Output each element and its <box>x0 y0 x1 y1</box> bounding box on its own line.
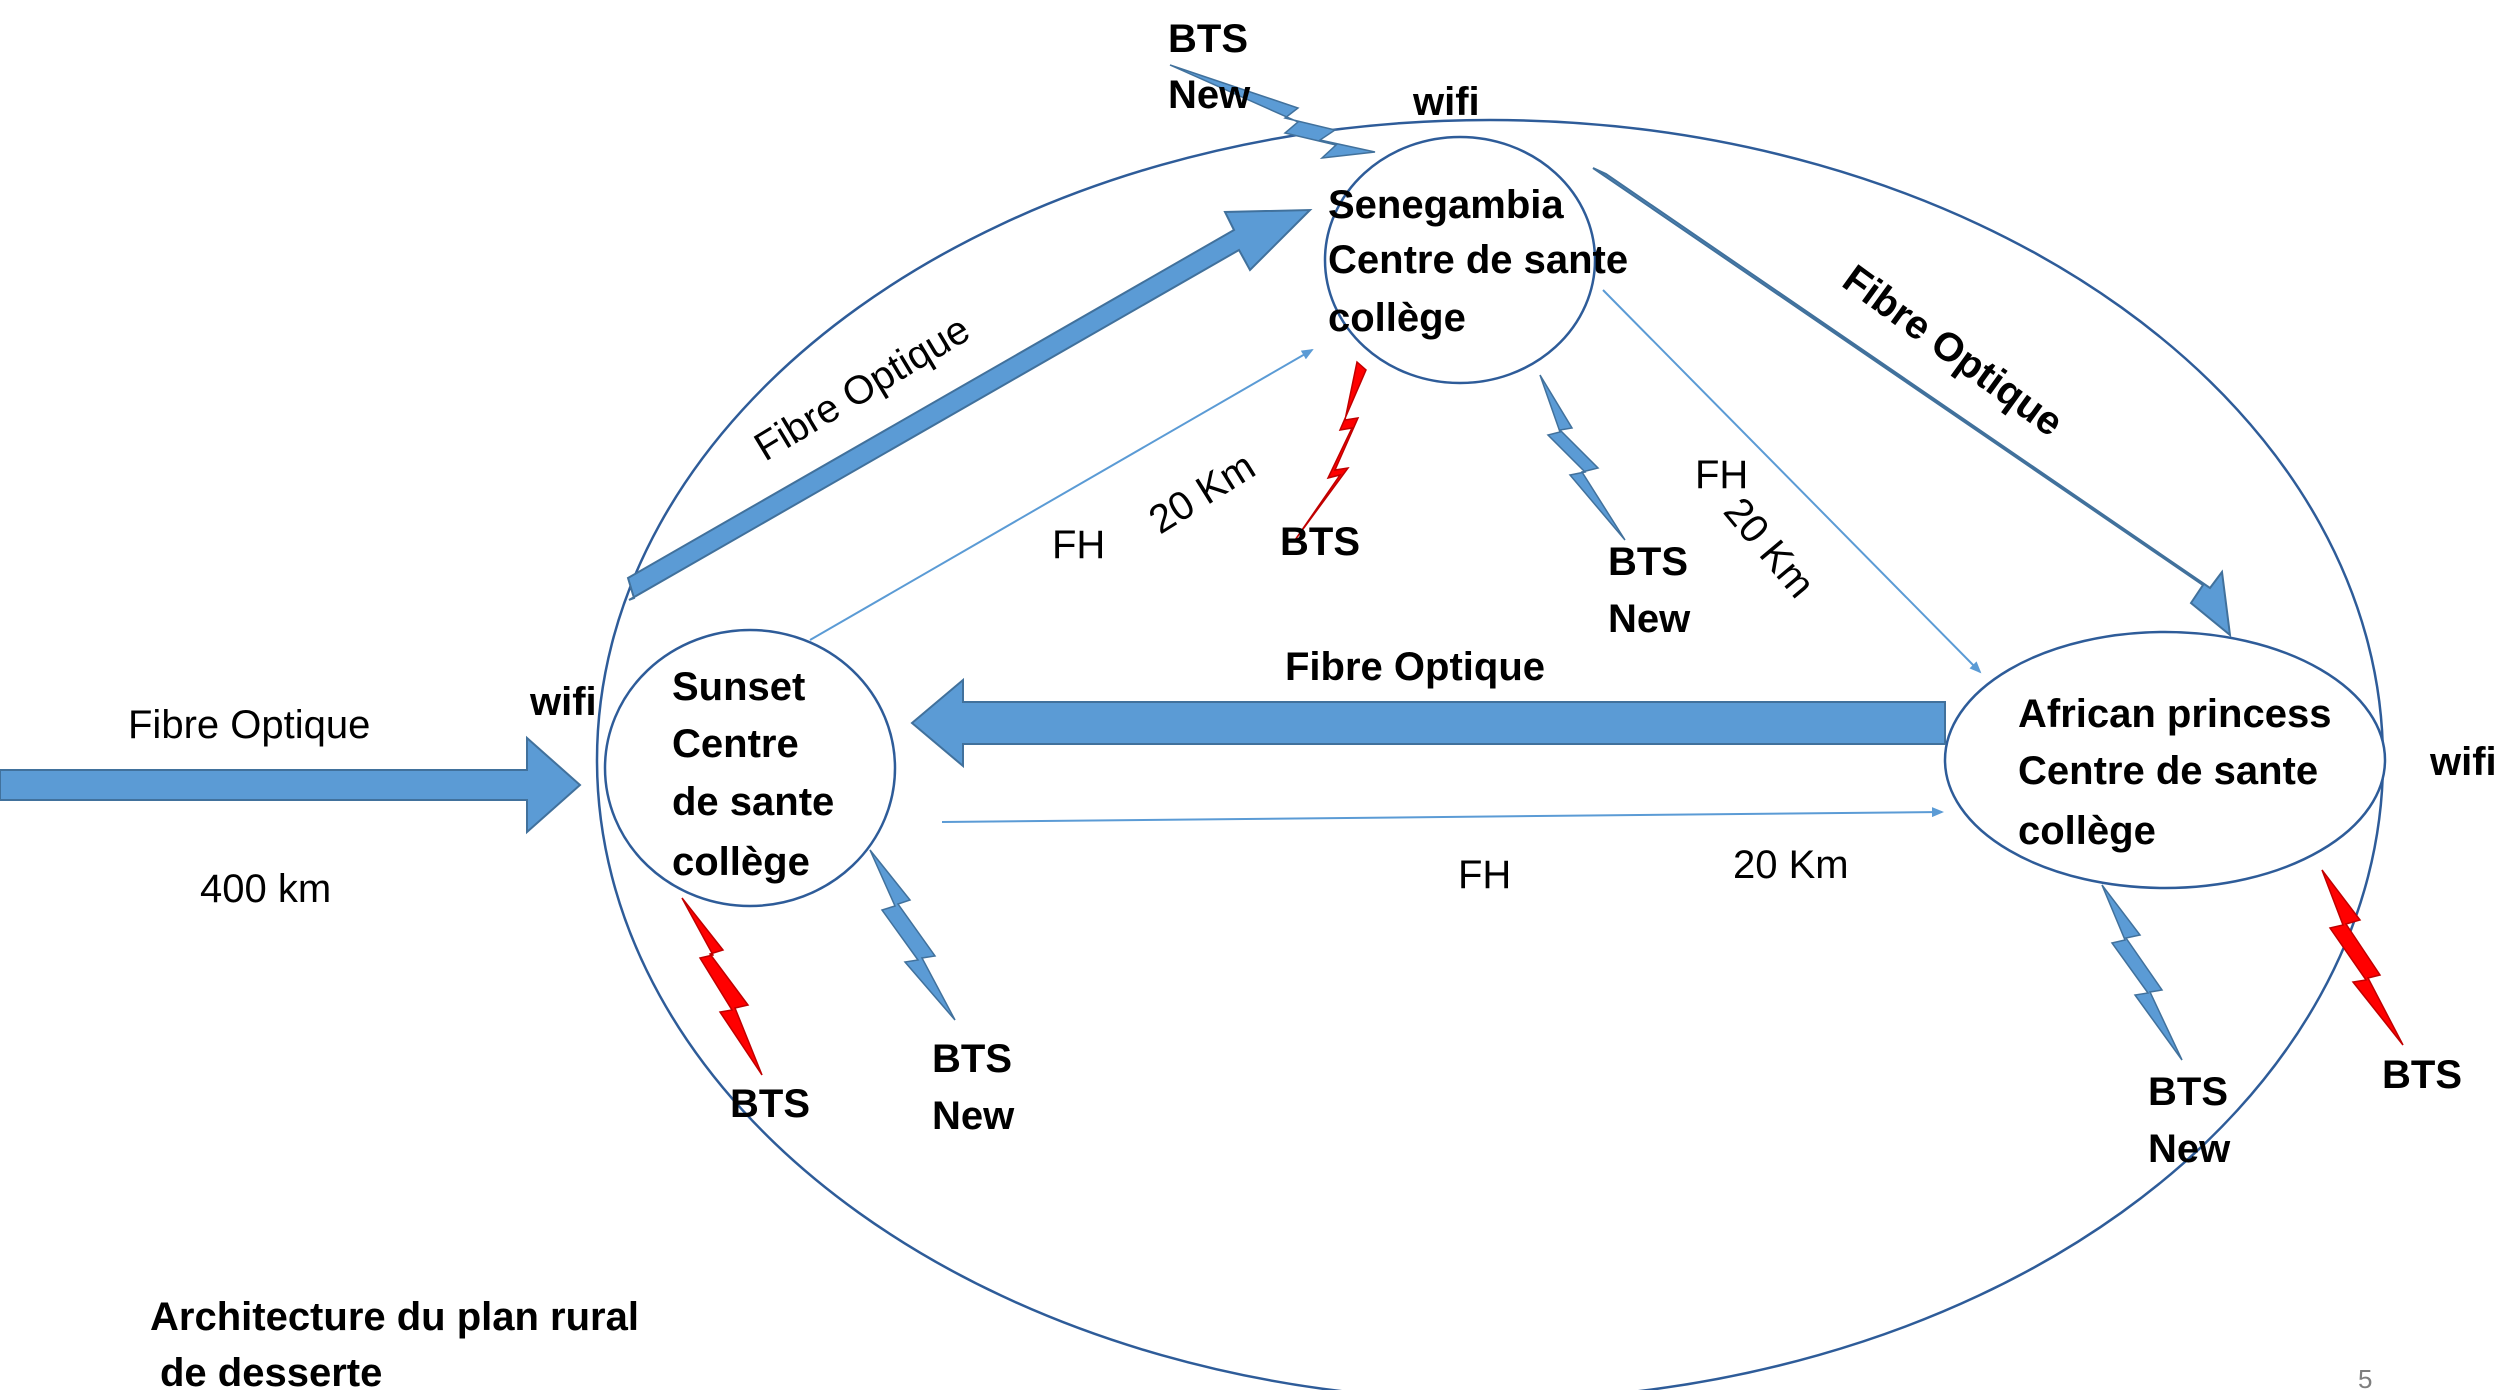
bts-line: New <box>1608 597 1691 641</box>
fibre-label-input: Fibre Optique <box>128 703 370 747</box>
fh-label-bottom: FH <box>1458 853 1511 897</box>
wifi-label-left: wifi <box>529 680 597 724</box>
diagram-caption: Architecture du plan rural de desserte <box>150 1295 650 1390</box>
bts-line: BTS <box>1168 17 1248 61</box>
node-line: African princess <box>2018 692 2331 736</box>
fibre-arrow-input <box>0 735 582 835</box>
fh-label-right: FH <box>1695 453 1748 497</box>
bts-label-african: BTS <box>2382 1053 2462 1097</box>
fh-link-senegambia-african <box>1602 289 1982 674</box>
bts-new-bolt-senegambia <box>1539 374 1626 541</box>
fh-link-sunset-african <box>941 807 1944 823</box>
distance-20km-right: 20 Km <box>1715 490 1823 607</box>
bts-new-bolt-top <box>1169 64 1376 160</box>
bts-label-sunset: BTS <box>730 1082 810 1126</box>
bts-new-bolt-sunset <box>869 849 956 1021</box>
node-line: Centre de sante <box>1328 238 1628 282</box>
bts-new-label-top: BTS New <box>1168 17 1259 117</box>
page-number: 5 <box>2358 1364 2372 1390</box>
fibre-label-right: Fibre Optique <box>1835 257 2071 445</box>
wifi-label-right: wifi <box>2429 740 2497 784</box>
node-line: collège <box>1328 296 1466 340</box>
bts-line: New <box>1168 73 1251 117</box>
bts-new-label-senegambia: BTS New <box>1608 540 1699 641</box>
fh-label-left: FH <box>1052 523 1105 567</box>
wifi-label-top: wifi <box>1412 80 1480 124</box>
bts-new-label-african: BTS New <box>2148 1070 2239 1171</box>
fibre-arrow-senegambia-to-african <box>1592 167 2232 638</box>
node-line: de sante <box>672 780 834 824</box>
node-line: Senegambia <box>1328 183 1564 227</box>
node-line: Centre de sante <box>2018 749 2318 793</box>
bts-label-senegambia: BTS <box>1280 520 1360 564</box>
bts-existing-bolt-senegambia <box>1294 360 1367 541</box>
bts-line: BTS <box>2148 1070 2228 1114</box>
bts-line: New <box>932 1094 1015 1138</box>
node-circle-african-princess <box>1943 630 2387 890</box>
fibre-arrow-sunset-to-senegambia <box>626 208 1313 601</box>
bts-existing-bolt-african <box>2321 869 2404 1046</box>
node-circle-senegambia <box>1323 135 1597 385</box>
caption-line: de desserte <box>160 1351 382 1390</box>
bts-new-bolt-african <box>2101 884 2183 1061</box>
caption-line: Architecture du plan rural <box>150 1295 639 1339</box>
distance-400km: 400 km <box>200 867 331 911</box>
node-circle-sunset <box>603 628 897 908</box>
distance-20km-left: 20 Km <box>1141 444 1262 543</box>
fibre-arrow-african-to-sunset <box>910 677 1946 769</box>
node-line: collège <box>2018 809 2156 853</box>
bts-line: New <box>2148 1127 2231 1171</box>
bts-existing-bolt-sunset <box>681 897 763 1076</box>
node-label-senegambia: Senegambia Centre de sante collège <box>1328 183 1639 340</box>
fh-link-sunset-senegambia <box>809 348 1314 641</box>
bts-line: BTS <box>1608 540 1688 584</box>
bts-new-label-sunset: BTS New <box>932 1037 1023 1138</box>
node-line: Centre <box>672 722 799 766</box>
node-label-african-princess: African princess Centre de sante collège <box>2018 692 2343 853</box>
node-line: collège <box>672 840 810 884</box>
distance-20km-bottom: 20 Km <box>1733 843 1849 887</box>
fibre-label-bottom: Fibre Optique <box>1285 645 1545 689</box>
bts-line: BTS <box>932 1037 1012 1081</box>
node-label-sunset: Sunset Centre de sante collège <box>672 665 845 884</box>
node-line: Sunset <box>672 665 805 709</box>
